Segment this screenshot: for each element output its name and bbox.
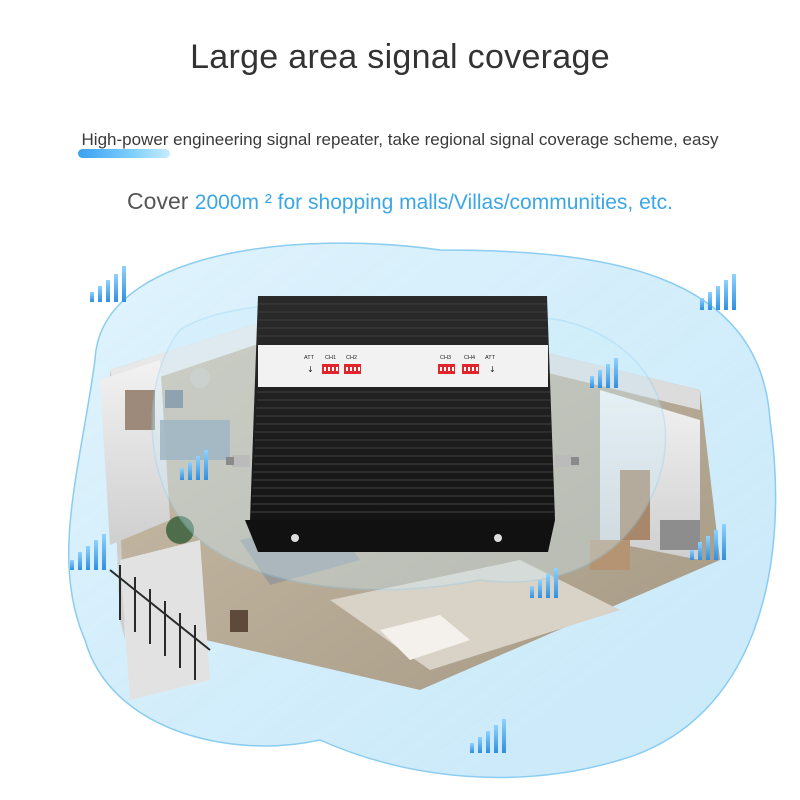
- subline-highlight: High-power: [81, 130, 169, 149]
- label-ch2: CH2: [346, 355, 357, 361]
- label-ch3: CH3: [440, 355, 451, 361]
- coverage-illustration: ATT CH1 CH2 CH3 CH4 ATT ↓ ↓: [67, 242, 777, 779]
- label-ch4: CH4: [464, 355, 475, 361]
- antenna-connector-left: [226, 455, 250, 467]
- label-ch1: CH1: [325, 355, 336, 361]
- arrow-down-icon: ↓: [307, 365, 314, 374]
- signal-bars-center-right: [530, 568, 558, 598]
- label-att-left: ATT: [304, 355, 315, 361]
- dip-switch-ch4: [462, 364, 479, 374]
- signal-bars-top-right: [700, 274, 736, 310]
- signal-bars-mid-left: [180, 450, 208, 480]
- signal-bars-left: [70, 534, 106, 570]
- label-att-right: ATT: [485, 355, 496, 361]
- highlight-underline: [77, 149, 171, 158]
- signal-bars-mid-right: [590, 358, 618, 388]
- signal-bars-bottom: [470, 719, 506, 753]
- signal-bars-top-left: [90, 266, 126, 302]
- subline-highlight-wrap: High-power: [77, 130, 171, 158]
- mount-hole-left: [291, 534, 299, 542]
- subline: High-power engineering signal repeater, …: [0, 130, 800, 158]
- cover-accent: 2000m ² for shopping malls/Villas/commun…: [194, 191, 673, 214]
- signal-bars-right: [690, 524, 726, 560]
- headline: Large area signal coverage: [190, 38, 610, 76]
- dip-switch-ch3: [438, 364, 455, 374]
- dip-switch-ch2: [344, 364, 361, 374]
- subline-rest: engineering signal repeater, take region…: [168, 130, 719, 149]
- mount-hole-right: [494, 534, 502, 542]
- arrow-down-icon: ↓: [489, 365, 496, 374]
- coverage-line: Cover 2000m ² for shopping malls/Villas/…: [0, 188, 800, 215]
- repeater-device: ATT CH1 CH2 CH3 CH4 ATT ↓ ↓: [226, 296, 579, 552]
- antenna-connector-right: [555, 455, 579, 467]
- cover-lead: Cover: [127, 188, 189, 214]
- control-panel: [258, 345, 548, 387]
- dip-switch-ch1: [322, 364, 339, 374]
